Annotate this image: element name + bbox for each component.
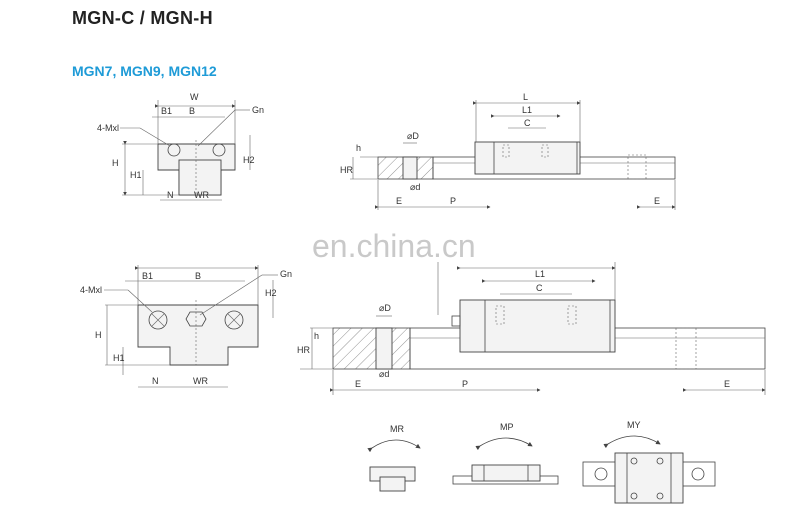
label-N: N (152, 376, 159, 386)
label-MR: MR (390, 424, 404, 434)
label-B: B (189, 106, 195, 116)
label-E-left: E (355, 379, 361, 389)
label-C: C (536, 283, 543, 293)
label-D: ⌀D (379, 303, 391, 313)
label-H2: H2 (265, 288, 277, 298)
label-H: H (112, 158, 119, 168)
label-P: P (462, 379, 468, 389)
label-L: L (523, 92, 528, 102)
moment-roll: MR (367, 424, 421, 492)
label-4-Mxl: 4-Mxl (80, 285, 102, 295)
label-Gn: Gn (280, 269, 292, 279)
label-WR: WR (193, 376, 208, 386)
label-h: h (314, 331, 319, 341)
label-W: W (190, 92, 199, 102)
moment-yaw: MY (582, 420, 716, 504)
label-d: ⌀d (410, 182, 420, 192)
label-N: N (167, 190, 174, 200)
page-title: MGN-C / MGN-H (72, 8, 213, 28)
label-L1: L1 (535, 269, 545, 279)
top-front-cross-section: W B1 B Gn 4-Mxl H H1 H2 N WR (97, 92, 264, 201)
label-HR: HR (297, 345, 310, 355)
bottom-side-view: L1 C ⌀D h HR ⌀d E P E (297, 262, 766, 395)
moment-pitch: MP (452, 422, 559, 485)
label-C: C (524, 118, 531, 128)
label-L1: L1 (522, 105, 532, 115)
label-H1: H1 (113, 353, 125, 363)
model-subtitle: MGN7, MGN9, MGN12 (72, 63, 217, 79)
label-E-right: E (724, 379, 730, 389)
label-H1: H1 (130, 170, 142, 180)
label-B1: B1 (161, 106, 172, 116)
label-MY: MY (627, 420, 641, 430)
label-h: h (356, 143, 361, 153)
label-H2: H2 (243, 155, 255, 165)
label-MP: MP (500, 422, 514, 432)
top-side-view: L L1 C ⌀D h HR ⌀d E P E (340, 92, 676, 210)
label-E-left: E (396, 196, 402, 206)
label-P: P (450, 196, 456, 206)
label-WR: WR (194, 190, 209, 200)
label-B: B (195, 271, 201, 281)
label-H: H (95, 330, 102, 340)
label-B1: B1 (142, 271, 153, 281)
bottom-front-cross-section: B1 B Gn 4-Mxl H H1 H2 N WR (80, 265, 292, 388)
label-4-Mxl: 4-Mxl (97, 123, 119, 133)
label-HR: HR (340, 165, 353, 175)
label-d: ⌀d (379, 369, 389, 379)
watermark: en.china.cn (312, 228, 476, 264)
label-Gn: Gn (252, 105, 264, 115)
label-E-right: E (654, 196, 660, 206)
label-D: ⌀D (407, 131, 419, 141)
